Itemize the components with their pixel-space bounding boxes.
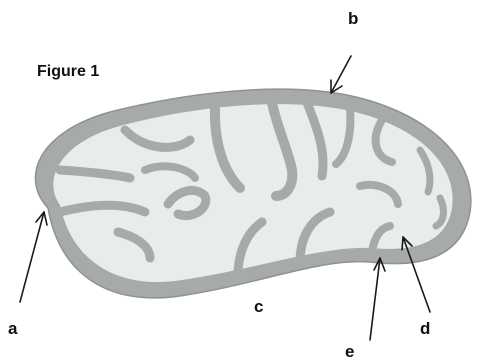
arrow-e [370,258,385,340]
label-a: a [8,319,18,338]
label-e: e [345,342,354,360]
label-d: d [420,319,430,338]
label-b: b [348,9,358,28]
arrow-b [331,56,351,93]
label-c: c [254,297,263,316]
figure-caption: Figure 1 [37,63,99,80]
arrow-a [20,212,47,302]
